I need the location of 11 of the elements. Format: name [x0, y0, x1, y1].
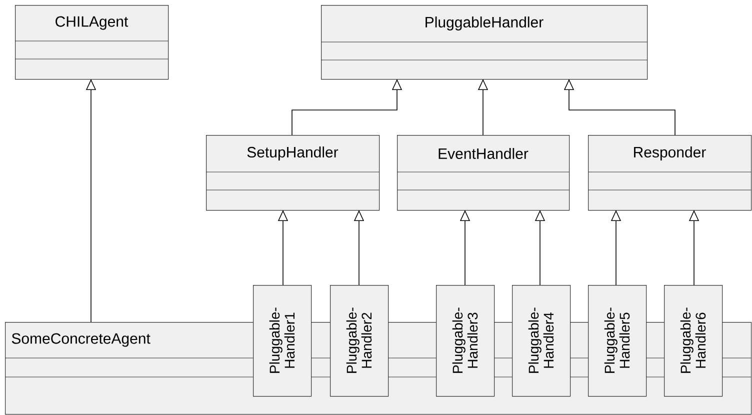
class-box: Pluggable- Handler5: [588, 285, 647, 397]
class-box: Responder: [588, 135, 752, 211]
class-box: Pluggable- Handler1: [253, 285, 312, 397]
class-box: Pluggable- Handler2: [330, 285, 389, 397]
class-box: Pluggable- Handler4: [512, 285, 571, 397]
class-box: EventHandler: [396, 135, 570, 211]
class-box: SetupHandler: [206, 135, 380, 211]
class-box: Pluggable- Handler6: [664, 285, 723, 397]
class-box: CHILAgent: [14, 5, 169, 80]
class-box: Pluggable- Handler3: [436, 285, 495, 397]
class-box: PluggableHandler: [320, 5, 648, 80]
